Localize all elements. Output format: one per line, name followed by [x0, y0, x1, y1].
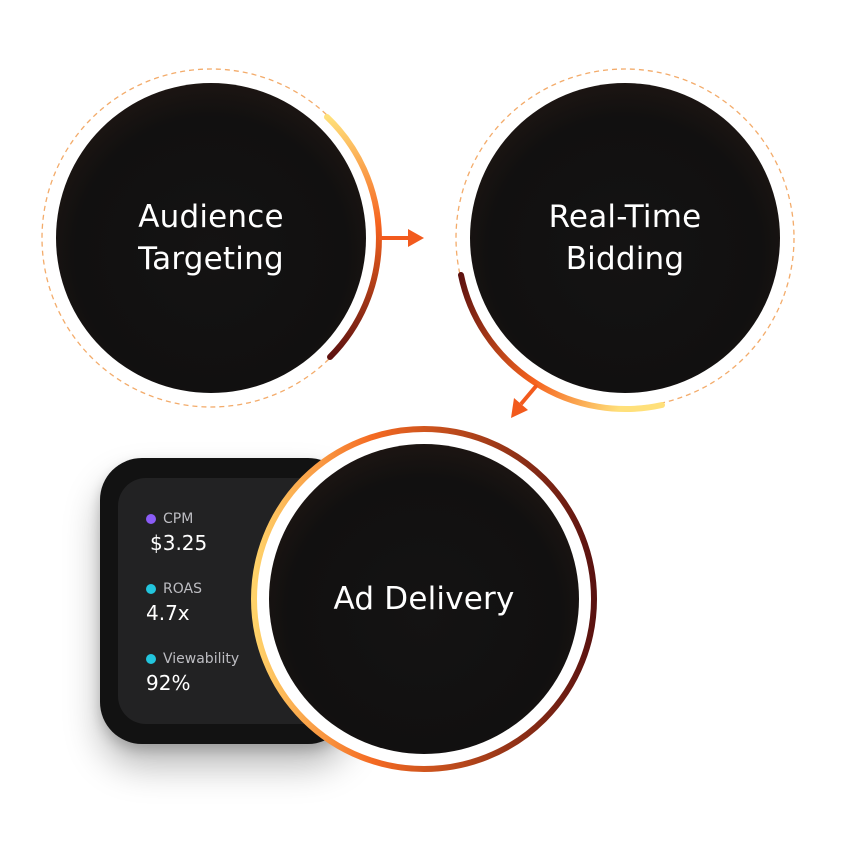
progress-arc — [458, 272, 665, 412]
metric-value: 4.7x — [146, 601, 190, 625]
metric-label: Viewability — [163, 651, 240, 667]
step-label-line: Real-Time — [548, 199, 702, 235]
step-label-audience-targeting: Audience Targeting — [81, 188, 341, 288]
circle-body — [470, 83, 780, 393]
metric-dot-icon — [146, 584, 156, 594]
step-label-line: Audience — [138, 199, 284, 235]
metric-viewability: Viewability 92% — [146, 650, 239, 696]
step-label-ad-delivery: Ad Delivery — [294, 574, 554, 624]
metric-roas: ROAS 4.7x — [146, 580, 202, 626]
metric-value: $3.25 — [150, 531, 208, 555]
arrow-down-left-icon — [511, 383, 539, 418]
arrow-right-icon — [379, 229, 424, 247]
metric-label: CPM — [163, 511, 194, 527]
step-label-line: Targeting — [138, 241, 284, 277]
step-circle-audience-targeting — [41, 68, 382, 408]
step-label-real-time-bidding: Real-Time Bidding — [495, 188, 755, 288]
metric-dot-icon — [146, 654, 156, 664]
step-label-line: Bidding — [565, 241, 685, 277]
metric-cpm: CPM $3.25 — [146, 510, 207, 556]
circle-body — [269, 444, 579, 754]
progress-arc — [324, 114, 382, 360]
step-circle-real-time-bidding — [455, 68, 795, 412]
circle-body — [56, 83, 366, 393]
step-circle-ad-delivery — [251, 426, 597, 772]
metric-label: ROAS — [163, 581, 202, 597]
gradient-ring — [251, 426, 597, 772]
step-label-line: Ad Delivery — [333, 581, 515, 617]
metric-value: 92% — [146, 671, 191, 695]
metric-dot-icon — [146, 514, 156, 524]
